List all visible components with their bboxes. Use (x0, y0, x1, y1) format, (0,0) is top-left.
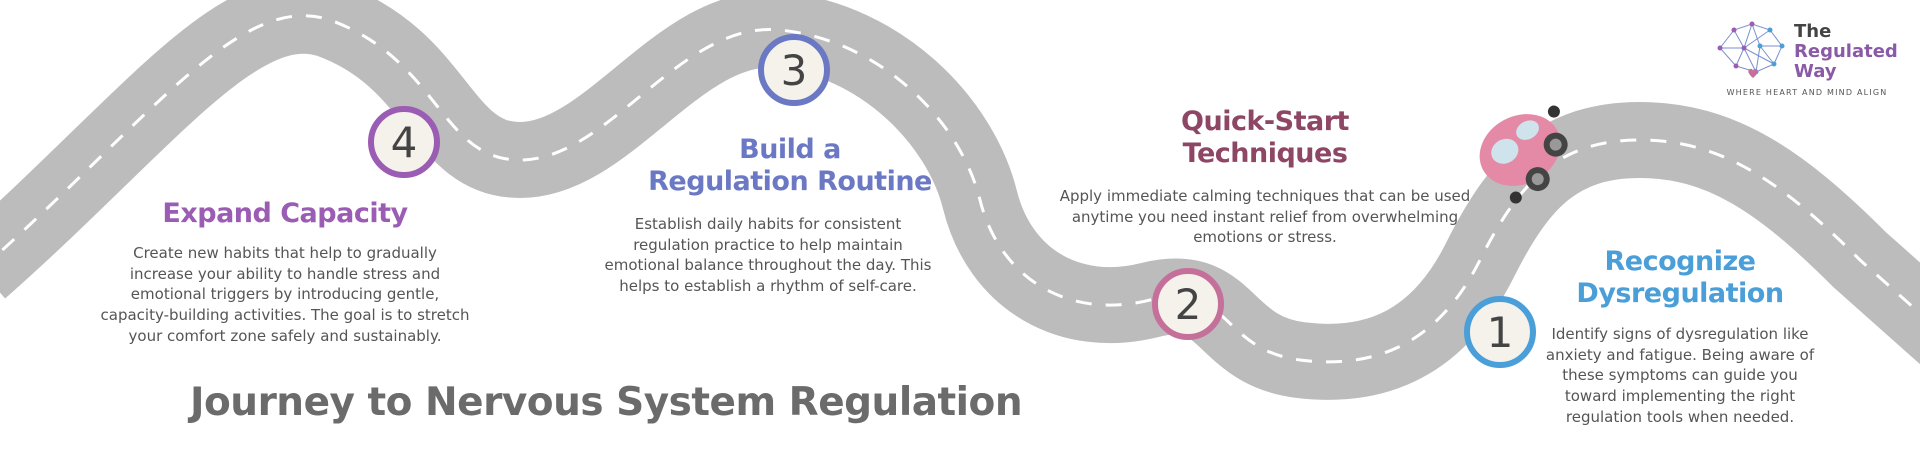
step-4-description: Create new habits that help to gradually… (100, 244, 470, 345)
page-title: Journey to Nervous System Regulation (190, 380, 1023, 425)
pink-car-icon (1479, 105, 1568, 204)
step-1-marker: 1 (1464, 296, 1536, 368)
step-4-marker: 4 (368, 106, 440, 178)
brain-network-heart-icon (1717, 21, 1785, 78)
step-2-title: Quick-Start Techniques (1181, 106, 1349, 170)
step-4-number: 4 (390, 117, 418, 167)
logo-name: The Regulated Way (1794, 21, 1898, 82)
step-1-title: Recognize Dysregulation (1576, 246, 1784, 310)
step-2-description: Apply immediate calming techniques that … (1059, 187, 1471, 247)
step-3-description: Establish daily habits for consistent re… (604, 215, 932, 296)
step-2-marker: 2 (1152, 268, 1224, 340)
step-2-number: 2 (1174, 279, 1202, 329)
step-1-number: 1 (1486, 307, 1514, 357)
step-4-title: Expand Capacity (162, 198, 408, 229)
step-3-marker: 3 (758, 34, 830, 106)
step-3-title: Build a Regulation Routine (648, 134, 932, 198)
logo: The Regulated Way WHERE HEART AND MIND A… (1712, 18, 1902, 98)
step-1-description: Identify signs of dysregulation like anx… (1545, 325, 1815, 426)
logo-tagline: WHERE HEART AND MIND ALIGN (1726, 88, 1888, 97)
step-3-number: 3 (780, 45, 808, 95)
